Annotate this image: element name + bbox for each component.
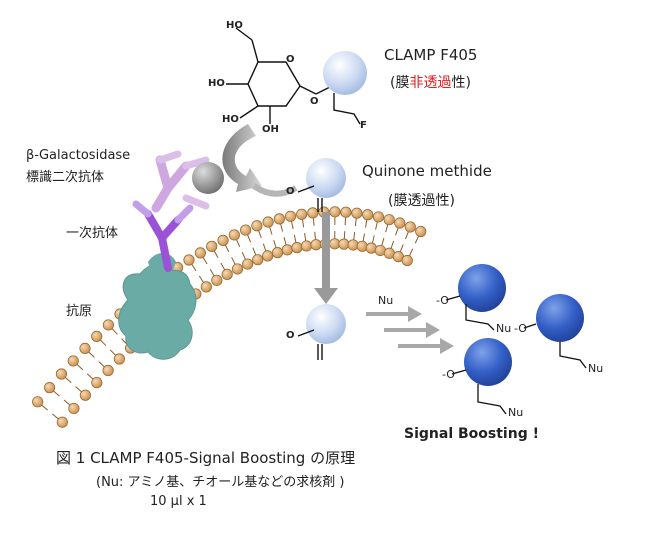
lipid-head-bead (274, 214, 284, 224)
lipid-head-bead (195, 248, 205, 258)
clamp-sphere (323, 51, 367, 95)
clamp-title: CLAMP F405 (384, 46, 477, 64)
lipid-head-bead (229, 230, 239, 240)
lipid-head-bead (242, 259, 252, 269)
lipid-head-bead (348, 240, 358, 250)
lipid-head-bead (330, 239, 340, 249)
lipid-head-bead (57, 417, 67, 427)
caption-title: 図 1 CLAMP F405-Signal Boosting の原理 (56, 447, 355, 468)
lipid-head-bead (292, 242, 302, 252)
internal-o-label: O (286, 330, 295, 341)
sugar-ho-top: HO (226, 20, 243, 31)
lipid-head-bead (285, 211, 295, 221)
product-3-o: -O (442, 368, 455, 381)
lipid-head-bead (212, 275, 222, 285)
lipid-head-bead (373, 212, 383, 222)
nucleophile-arrows (366, 306, 454, 354)
sugar-glycosidic-o: O (310, 96, 319, 107)
lipid-head-bead (384, 214, 394, 224)
lipid-head-bead (253, 255, 263, 265)
lipid-head-bead (222, 269, 232, 279)
lipid-head-bead (92, 377, 102, 387)
sugar-ho-left: HO (208, 78, 225, 89)
product-2-nu: Nu (588, 362, 603, 375)
lipid-head-bead (357, 241, 367, 251)
lipid-head-bead (80, 390, 90, 400)
primary-antibody-label: 一次抗体 (66, 222, 118, 241)
product-2 (524, 294, 586, 368)
product-3 (452, 338, 512, 414)
lipid-head-bead (416, 226, 426, 236)
lipid-head-bead (405, 222, 415, 232)
lipid-head-bead (103, 365, 113, 375)
clamp-fluorine: F (360, 120, 367, 131)
lipid-head-bead (69, 403, 79, 413)
secondary-antibody-label-1: β-Galactosidase (26, 148, 130, 163)
product-3-nu: Nu (508, 406, 523, 419)
lipid-head-bead (207, 241, 217, 251)
quinone-o-label: O (286, 186, 295, 197)
secondary-antibody-label-2: 標識二次抗体 (26, 166, 104, 185)
nu-arrow-label: Nu (378, 294, 393, 307)
lipid-head-bead (68, 356, 78, 366)
lipid-head-bead (308, 208, 318, 218)
permeation-arrow-shaft (322, 212, 330, 290)
lipid-head-bead (218, 235, 228, 245)
caption-volume: 10 µl x 1 (150, 494, 207, 509)
lipid-head-bead (402, 255, 412, 265)
caption-note: (Nu: アミノ基、チオール基などの求核剤 ) (96, 471, 345, 490)
lipid-head-bead (352, 208, 362, 218)
lipid-head-bead (114, 354, 124, 364)
lipid-head-bead (301, 241, 311, 251)
quinone-title: Quinone methide (362, 162, 492, 180)
lipid-head-bead (263, 217, 273, 227)
galactose-structure (226, 28, 332, 124)
lipid-head-bead (240, 225, 250, 235)
cleavage-curved-arrow (222, 124, 262, 192)
lipid-head-bead (341, 207, 351, 217)
lipid-head-bead (296, 209, 306, 219)
clamp-subtitle: (膜非透過性) (390, 72, 471, 92)
sugar-oh: OH (262, 124, 279, 135)
lipid-head-bead (201, 282, 211, 292)
antigen-label: 抗原 (66, 300, 92, 319)
lipid-head-bead (252, 221, 262, 231)
sugar-ring-o: O (286, 54, 295, 65)
lipid-head-bead (395, 218, 405, 228)
lipid-head-bead (232, 264, 242, 274)
internal-quinone-sphere (306, 304, 346, 344)
beta-galactosidase-enzyme (192, 162, 224, 194)
lipid-head-bead (311, 240, 321, 250)
product-2-o: -O (514, 322, 527, 335)
permeation-arrow-head (314, 288, 338, 304)
product-1-nu: Nu (496, 322, 511, 335)
lipid-head-bead (103, 320, 113, 330)
quinone-methide-sphere (306, 158, 346, 198)
product-1 (446, 264, 506, 330)
product-1-o: -O (436, 294, 449, 307)
sugar-ho-bottom: HO (222, 114, 239, 125)
lipid-head-bead (272, 247, 282, 257)
clamp-linker (334, 93, 360, 124)
primary-antibody (136, 204, 190, 268)
lipid-head-bead (56, 369, 66, 379)
lipid-head-bead (184, 255, 194, 265)
lipid-head-bead (80, 343, 90, 353)
lipid-head-bead (363, 210, 373, 220)
quinone-subtitle: (膜透過性) (388, 190, 455, 210)
lipid-head-bead (330, 207, 340, 217)
lipid-head-bead (262, 251, 272, 261)
lipid-head-bead (44, 382, 54, 392)
lipid-head-bead (32, 397, 42, 407)
lipid-head-bead (282, 245, 292, 255)
signal-boosting-label: Signal Boosting ! (404, 426, 539, 442)
antigen-blob (119, 265, 196, 360)
lipid-head-bead (92, 331, 102, 341)
